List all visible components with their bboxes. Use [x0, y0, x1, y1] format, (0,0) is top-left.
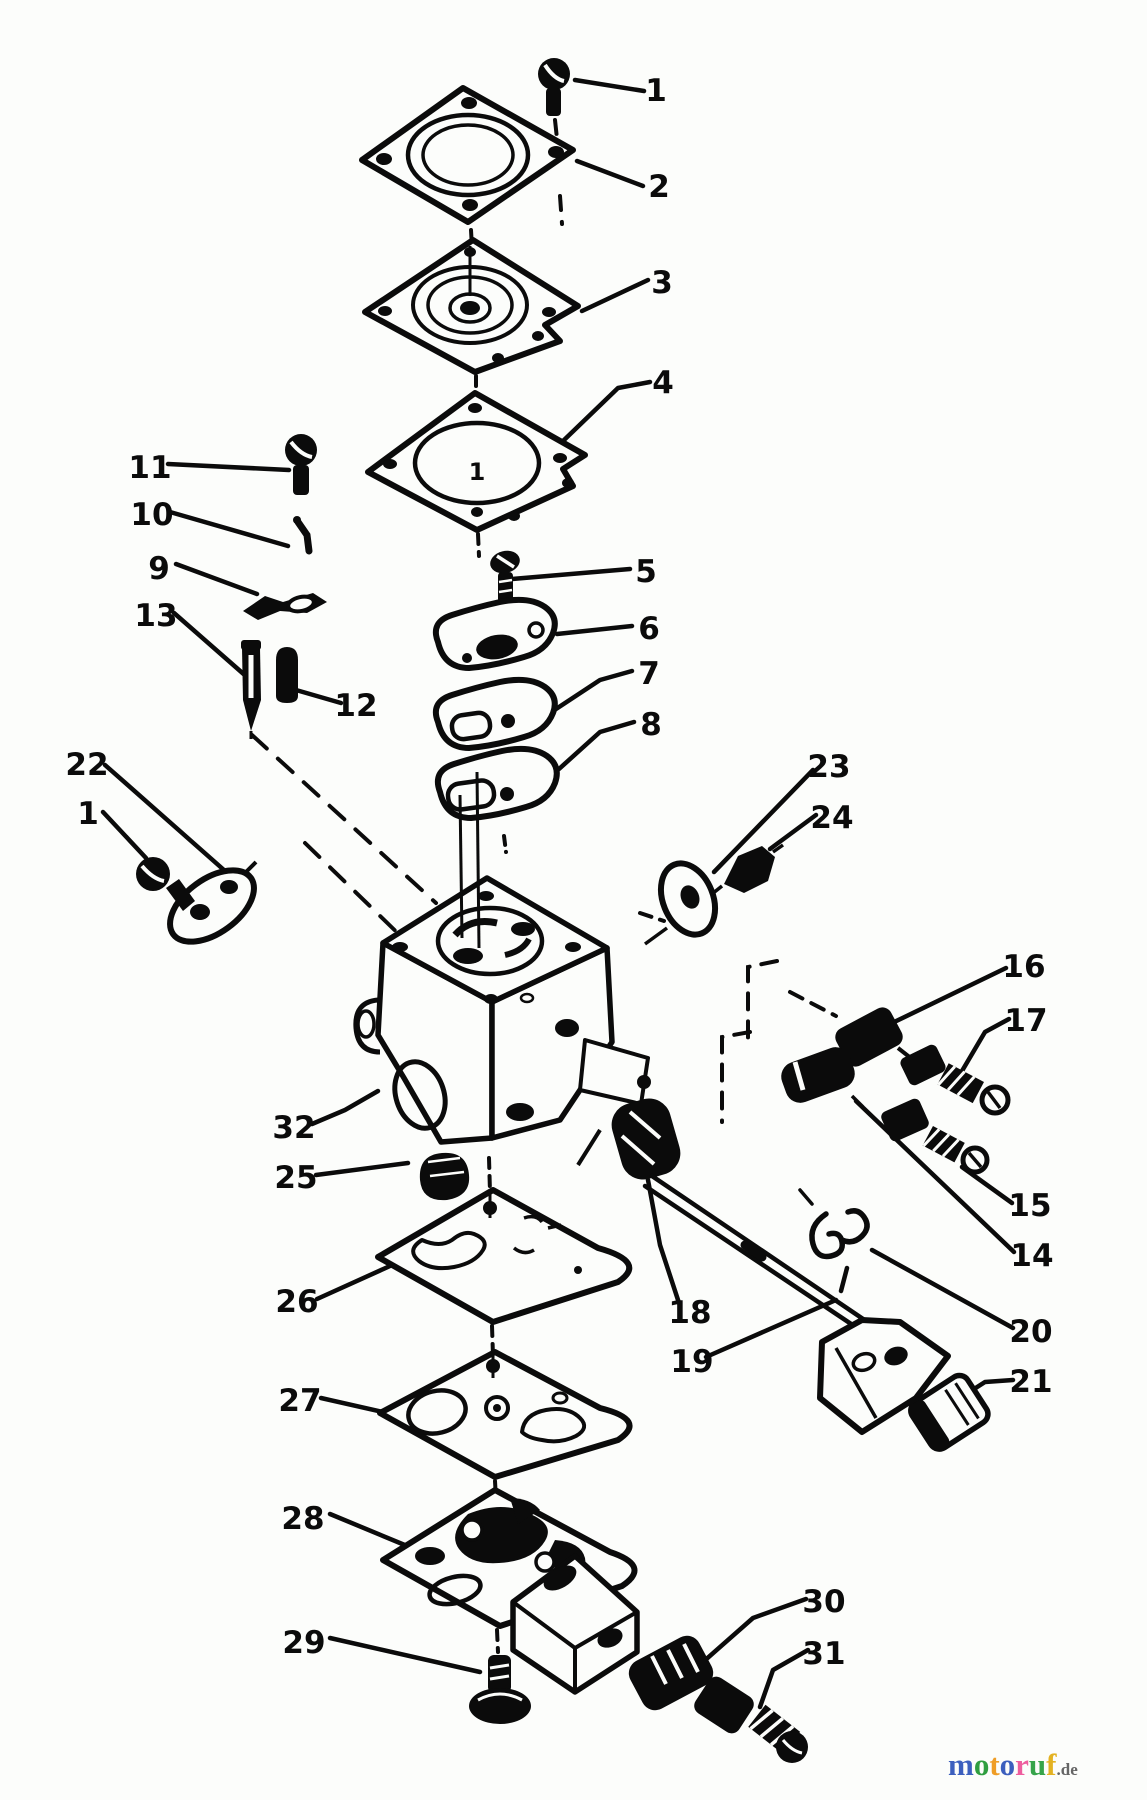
leader-lines — [100, 77, 1017, 1710]
part-friction-plate-1 — [432, 596, 558, 671]
callout-6: 6 — [638, 611, 660, 647]
part-pump-gasket — [375, 1187, 633, 1325]
part-spring-seat — [276, 647, 298, 703]
callout-16: 16 — [1002, 949, 1045, 985]
callout-31: 31 — [802, 1636, 845, 1672]
callout-20: 20 — [1009, 1314, 1052, 1350]
watermark-letter: f — [1046, 1747, 1057, 1782]
watermark-letter: u — [1029, 1747, 1046, 1782]
watermark-logo: motoruf.de — [948, 1747, 1078, 1782]
callout-27: 27 — [278, 1383, 321, 1419]
part-bracket — [167, 860, 258, 945]
callout-4: 4 — [652, 365, 674, 401]
part-diaphragm-upper — [362, 237, 581, 375]
part-friction-plate-3 — [434, 745, 560, 821]
callout-13: 13 — [134, 598, 177, 634]
part-bracket-screw — [136, 857, 195, 911]
part-throttle-spring — [576, 1098, 681, 1180]
part-cover-plate — [359, 85, 576, 225]
part-inlet-needle — [241, 640, 261, 739]
callout-2: 2 — [648, 169, 670, 205]
watermark-letter: o — [1000, 1747, 1016, 1782]
part-idle-spring — [628, 1635, 714, 1711]
part-carburetor-body — [353, 771, 651, 1145]
callout-7: 7 — [638, 656, 660, 692]
callout-18: 18 — [668, 1295, 711, 1331]
part-idle-screw — [694, 1676, 808, 1763]
callout-28: 28 — [281, 1501, 324, 1537]
part-shaft-lever — [817, 1317, 951, 1435]
part-choke-disc — [643, 860, 719, 946]
callout-24: 24 — [810, 800, 853, 836]
watermark-letter: r — [1015, 1747, 1029, 1782]
part-pump-cover — [380, 1487, 640, 1695]
watermark-letter: o — [974, 1747, 990, 1782]
part-pump-diaphragm — [377, 1349, 633, 1480]
callout-23: 23 — [807, 749, 850, 785]
callout-10: 10 — [130, 497, 173, 533]
callout-3: 3 — [651, 265, 673, 301]
callout-32: 32 — [272, 1110, 315, 1146]
callout-14: 14 — [1010, 1238, 1053, 1274]
callout-17: 17 — [1004, 1003, 1047, 1039]
part-mixture-screw-low — [881, 1098, 990, 1175]
part-retaining-clip — [798, 1188, 870, 1294]
part-plate-screw — [490, 550, 520, 603]
watermark-letter: m — [948, 1747, 974, 1782]
part-cover-screw — [469, 1655, 531, 1724]
part-shaft-cap — [908, 1372, 991, 1452]
part-welch-plug — [419, 1152, 470, 1201]
part-metering-lever — [243, 593, 327, 620]
callout-25: 25 — [274, 1160, 317, 1196]
svg-text:motoruf.de: motoruf.de — [948, 1747, 1078, 1782]
gasket-center-mark: 1 — [469, 458, 486, 486]
callout-labels: 1 2 3 4 11 10 9 13 5 6 7 8 12 22 1 23 24… — [65, 73, 1053, 1672]
callout-1-left: 1 — [77, 796, 99, 832]
watermark-suffix: .de — [1057, 1760, 1079, 1779]
part-screw-top — [538, 58, 570, 116]
callout-15: 15 — [1008, 1188, 1051, 1224]
callout-8: 8 — [640, 707, 662, 743]
callout-30: 30 — [802, 1584, 845, 1620]
callout-11: 11 — [128, 450, 171, 486]
part-lever-pin — [293, 516, 313, 555]
callout-9: 9 — [148, 551, 170, 587]
part-friction-plate-2 — [432, 676, 558, 751]
part-inlet-seat — [781, 1047, 865, 1109]
watermark-letter: t — [989, 1747, 1000, 1782]
callout-29: 29 — [282, 1625, 325, 1661]
callout-19: 19 — [670, 1344, 713, 1380]
part-lever-screw — [285, 434, 317, 495]
part-gasket-upper — [365, 390, 588, 533]
callout-12: 12 — [334, 688, 377, 724]
part-mixture-screw-high — [900, 1044, 1011, 1116]
callout-1-top: 1 — [645, 73, 667, 109]
callout-22: 22 — [65, 747, 108, 783]
callout-26: 26 — [275, 1284, 318, 1320]
part-choke-screw — [710, 843, 785, 896]
callout-21: 21 — [1009, 1364, 1052, 1400]
callout-5: 5 — [635, 554, 657, 590]
